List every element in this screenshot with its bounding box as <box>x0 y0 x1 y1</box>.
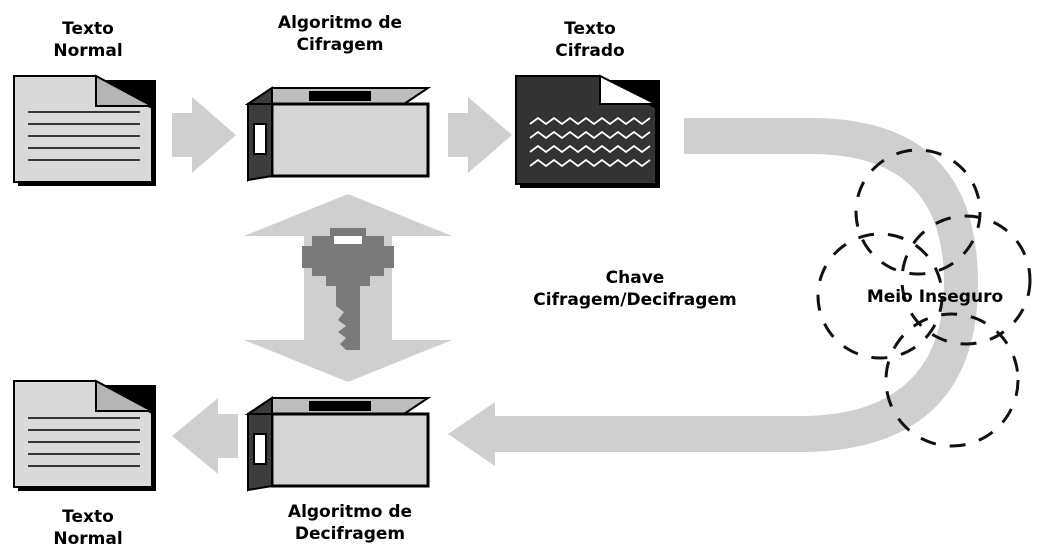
decipher-algorithm-box-icon <box>244 396 432 492</box>
label-key-line1: Chave <box>605 268 665 288</box>
label-plain-text-top-line1: Texto <box>62 19 114 39</box>
arrow-plain-to-cipher-algo <box>172 97 236 173</box>
label-cipher-algorithm-line2: Cifragem <box>296 35 384 55</box>
label-cipher-algorithm: Algoritmo de Cifragem <box>250 12 430 56</box>
cipher-algorithm-box-icon <box>244 86 432 182</box>
plain-text-document-icon-top <box>13 74 156 186</box>
label-decipher-algorithm-line1: Algoritmo de <box>287 502 413 522</box>
label-plain-text-top: Texto Normal <box>28 18 148 62</box>
channel-arrow <box>448 118 978 466</box>
label-plain-text-bottom: Texto Normal <box>28 506 148 544</box>
label-plain-text-bottom-line2: Normal <box>53 529 123 544</box>
label-cipher-algorithm-line1: Algoritmo de <box>277 13 403 33</box>
insecure-medium-cloud-icon <box>816 148 1032 448</box>
label-plain-text-top-line2: Normal <box>53 41 123 61</box>
arrow-cipher-algo-to-ciphertext <box>448 97 512 173</box>
label-key: Chave Cifragem/Decifragem <box>500 267 770 311</box>
ciphertext-document-icon <box>515 74 660 188</box>
label-ciphertext-line1: Texto <box>564 19 616 39</box>
label-decipher-algorithm: Algoritmo de Decifragem <box>260 501 440 544</box>
label-plain-text-bottom-line1: Texto <box>62 507 114 527</box>
label-ciphertext-line2: Cifrado <box>555 41 625 61</box>
label-ciphertext: Texto Cifrado <box>530 18 650 62</box>
label-key-line2: Cifragem/Decifragem <box>533 290 737 310</box>
plain-text-document-icon-bottom <box>13 379 156 491</box>
arrow-decipher-to-plain <box>172 398 238 474</box>
label-insecure-medium: Meio Inseguro <box>866 287 1004 307</box>
key-icon <box>302 228 394 350</box>
label-decipher-algorithm-line2: Decifragem <box>294 524 406 544</box>
